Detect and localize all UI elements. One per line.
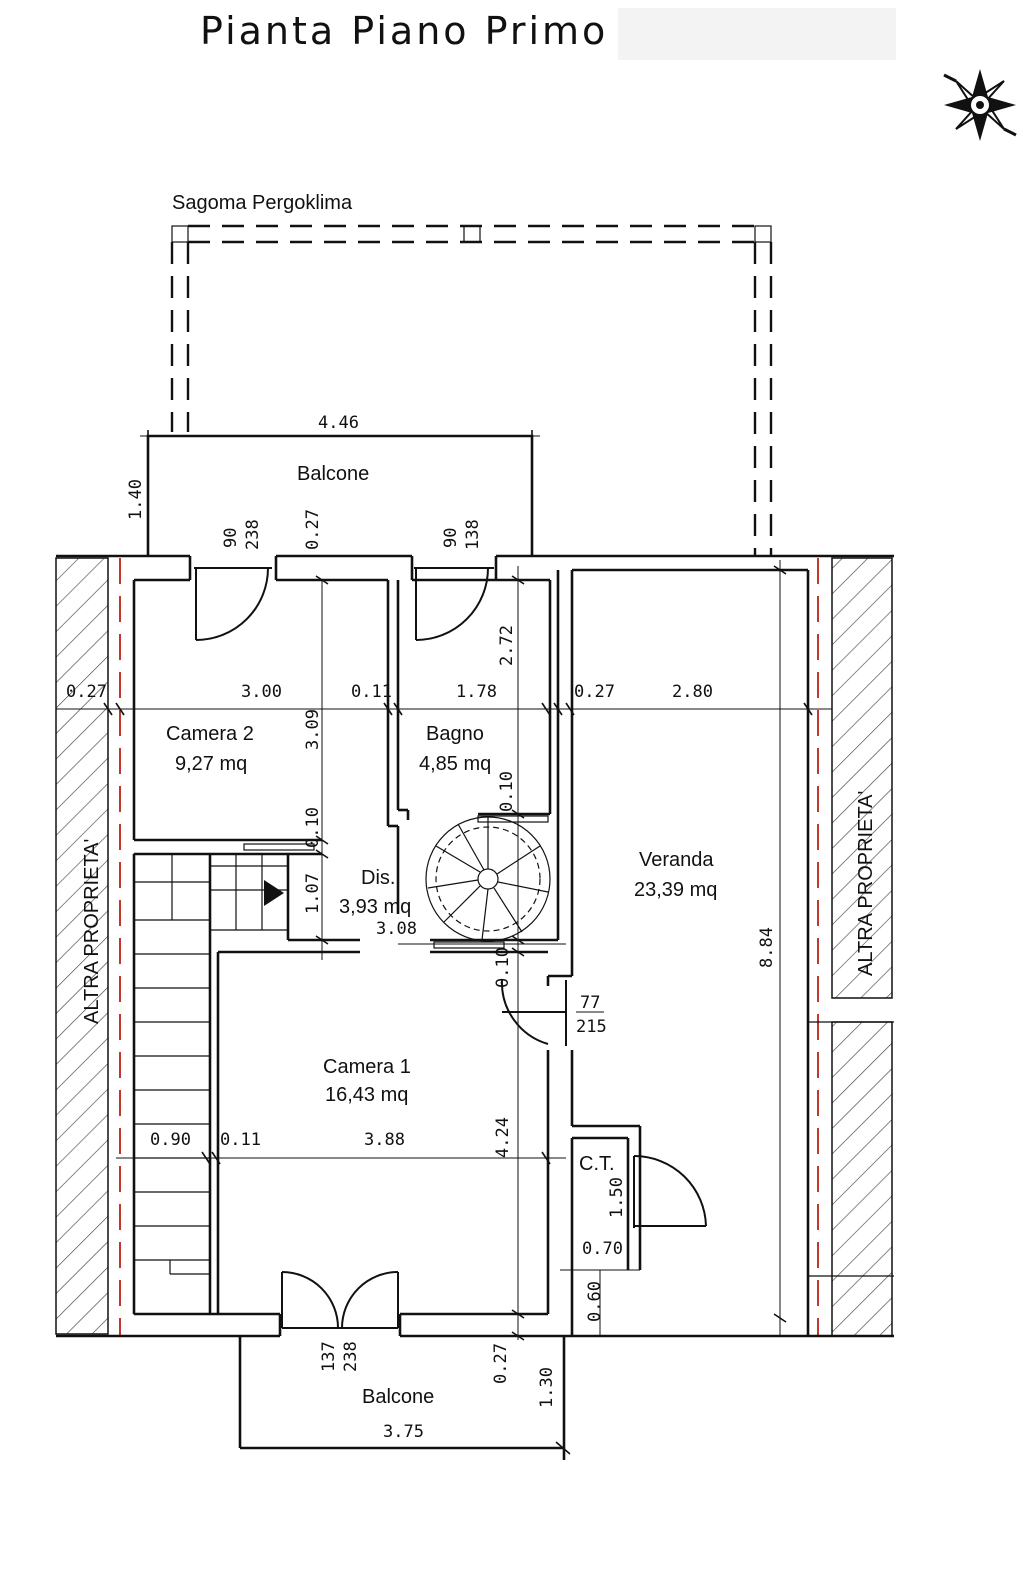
dim-wall-027-bottom: 0.27 — [491, 1343, 511, 1384]
dim-bagno-height: 2.72 — [497, 625, 517, 666]
room-label-balcone-top: Balcone — [297, 463, 369, 485]
dim-wall-027-top: 0.27 — [303, 509, 323, 550]
neighbor-label-right: ALTRA PROPRIETA' — [855, 791, 877, 976]
dim-dis-depth: 1.07 — [303, 873, 323, 914]
spiral-staircase — [425, 816, 551, 942]
dim-veranda-depth: 8.84 — [757, 927, 777, 968]
dim-wall-010-b: 0.10 — [497, 771, 517, 812]
room-label-bagno: Bagno — [426, 723, 484, 745]
balcony-top — [140, 430, 540, 556]
dim-camera2-width: 3.00 — [241, 682, 282, 702]
door-ct[interactable] — [633, 1155, 707, 1228]
neighbor-label-left: ALTRA PROPRIETA' — [81, 839, 103, 1024]
room-area-dis: 3,93 mq — [339, 896, 411, 918]
dim-door-c2-w: 90 — [221, 528, 241, 548]
pergola-label: Sagoma Pergoklima — [172, 192, 353, 214]
room-label-camera2: Camera 2 — [166, 723, 254, 745]
dim-partition-011-b: 0.11 — [220, 1130, 261, 1150]
door-camera2[interactable] — [194, 567, 272, 641]
dim-stair-width: 0.90 — [150, 1130, 191, 1150]
room-area-camera1: 16,43 mq — [325, 1084, 408, 1106]
dim-balcone-top-width: 4.46 — [318, 413, 359, 433]
pergola-outline — [170, 224, 773, 556]
dim-door-bal-w: 137 — [319, 1341, 339, 1372]
door-bagno[interactable] — [414, 567, 494, 641]
dim-balcone-bottom-width: 3.75 — [383, 1422, 424, 1442]
room-label-camera1: Camera 1 — [323, 1056, 411, 1078]
room-label-ct: C.T. — [579, 1153, 615, 1175]
dim-door-bagno-h: 138 — [463, 519, 483, 550]
dim-ct-height: 1.50 — [607, 1177, 627, 1218]
dim-left-wall: 0.27 — [66, 682, 107, 702]
dim-ct-gap: 0.60 — [585, 1281, 605, 1322]
compass-rose-icon — [943, 69, 1017, 141]
neighbor-property-left — [55, 557, 109, 1335]
exterior-walls — [56, 554, 894, 1338]
door-balcone-bottom[interactable] — [281, 1271, 399, 1329]
stair-direction-arrow-icon — [264, 880, 284, 906]
dim-door-c2-h: 238 — [243, 519, 263, 550]
dim-ct-width: 0.70 — [582, 1239, 623, 1259]
dim-dis-width: 3.08 — [376, 919, 417, 939]
title-blank-box — [618, 8, 896, 60]
room-label-veranda: Veranda — [639, 849, 714, 871]
dim-wall-027-mid: 0.27 — [574, 682, 615, 702]
room-area-camera2: 9,27 mq — [175, 753, 247, 775]
room-label-dis: Dis. — [361, 867, 395, 889]
dim-camera1-depth: 4.24 — [493, 1117, 513, 1158]
dim-camera2-depth: 3.09 — [303, 709, 323, 750]
dimension-lines — [56, 560, 832, 1460]
room-label-balcone-bottom: Balcone — [362, 1386, 434, 1408]
dim-partition-011: 0.11 — [351, 682, 392, 702]
room-area-veranda: 23,39 mq — [634, 879, 717, 901]
plan-title: Pianta Piano Primo — [200, 9, 608, 53]
dim-door-bal-h: 238 — [341, 1341, 361, 1372]
dim-door-bagno-w: 90 — [441, 528, 461, 548]
dim-bagno-width: 1.78 — [456, 682, 497, 702]
dim-wall-010-c: 0.10 — [493, 947, 513, 988]
dim-balcone-bottom-depth: 1.30 — [537, 1367, 557, 1408]
dim-veranda-width: 2.80 — [672, 682, 713, 702]
dim-camera1-width: 3.88 — [364, 1130, 405, 1150]
dim-door-c1-h: 215 — [576, 1017, 607, 1037]
dim-balcone-top-depth: 1.40 — [126, 479, 146, 520]
door-camera1[interactable] — [500, 979, 567, 1046]
dim-wall-010-a: 0.10 — [303, 807, 323, 848]
room-area-bagno: 4,85 mq — [419, 753, 491, 775]
dim-door-c1-w: 77 — [580, 993, 600, 1013]
